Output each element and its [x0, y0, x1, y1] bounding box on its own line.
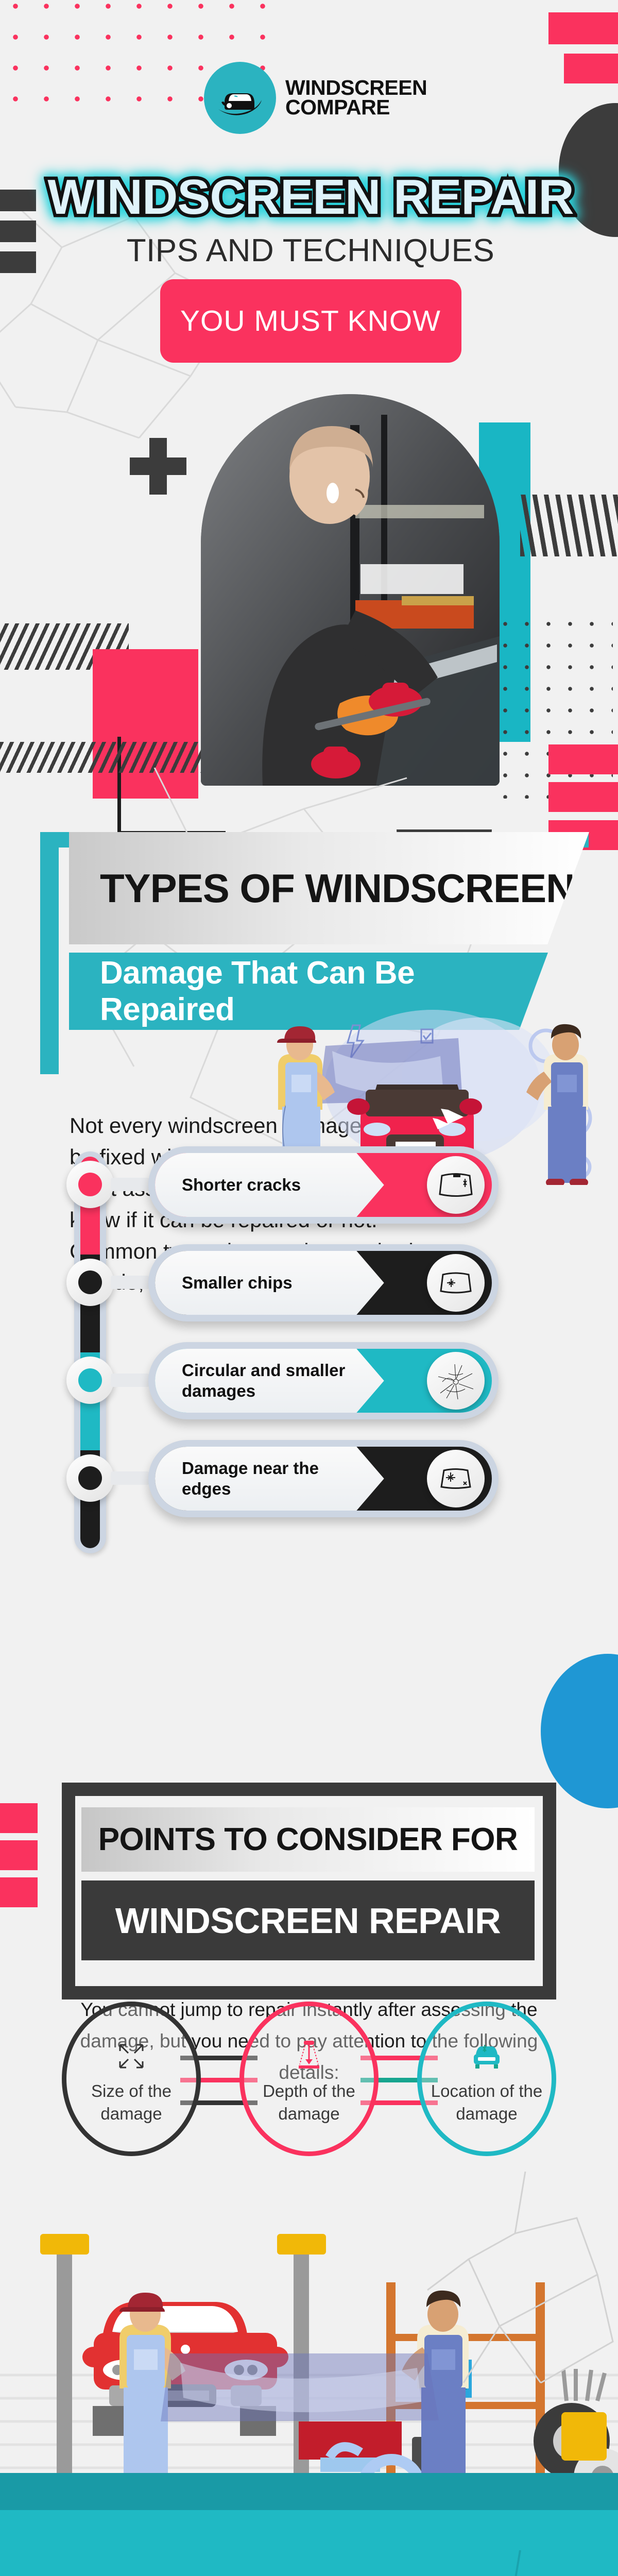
teal-section: TOP 7 TIPS TO REPAIR DAMAGED WINDSCREEN …: [0, 2473, 618, 2576]
pill-white-face: [155, 1447, 384, 1511]
cracked-glass-decor-teal: [514, 2550, 521, 2576]
car-front-icon: [471, 2032, 503, 2071]
damage-types-timeline: Shorter cracks: [62, 1146, 556, 1553]
chevron-decor: [520, 495, 618, 556]
types-heading: TYPES OF WINDSCREEN: [100, 865, 575, 911]
pink-bar-decor-types-2: [548, 782, 618, 812]
point-oval-depth[interactable]: Depth of the damage: [239, 2002, 379, 2156]
timeline-node: [66, 1454, 114, 1502]
points-section: POINTS TO CONSIDER FOR WINDSCREEN REPAIR…: [62, 1783, 556, 2083]
brand-logo: WINDSCREEN COMPARE: [204, 62, 427, 134]
brand-wordmark: WINDSCREEN COMPARE: [285, 76, 427, 119]
dark-grey-bars-left-2: [0, 221, 36, 242]
timeline-node: [66, 1161, 114, 1208]
pink-bar-decor-types-1: [548, 744, 618, 774]
damage-type-item[interactable]: Circular and smaller damages: [148, 1342, 499, 1419]
damage-type-item[interactable]: Smaller chips: [148, 1244, 499, 1321]
pill-white-face: [155, 1251, 384, 1315]
hero-badge: YOU MUST KNOW: [160, 279, 461, 363]
oval-connector: [360, 2100, 438, 2105]
hero-title-block: WINDSCREEN REPAIR TIPS AND TECHNIQUES YO…: [40, 167, 581, 363]
glass-starburst-icon: [427, 1352, 485, 1410]
damage-type-item[interactable]: Damage near the edges: [148, 1440, 499, 1517]
pink-square-decor-topright-2: [564, 54, 618, 83]
damage-type-label: Shorter cracks: [182, 1175, 301, 1194]
hero-photo: [201, 394, 500, 786]
damage-type-label: Smaller chips: [182, 1273, 293, 1292]
points-heading-top: POINTS TO CONSIDER FOR: [98, 1822, 518, 1857]
points-heading-bar: POINTS TO CONSIDER FOR: [81, 1807, 535, 1872]
timeline-node: [66, 1259, 114, 1306]
pill-white-face: [155, 1349, 384, 1413]
windscreen-crack-icon: [427, 1156, 485, 1214]
points-subheading-bar: WINDSCREEN REPAIR: [81, 1880, 535, 1960]
point-oval-label: Depth of the damage: [263, 2081, 355, 2123]
timeline-row: Smaller chips: [62, 1244, 556, 1342]
pink-bar-decor-points-1: [0, 1803, 38, 1833]
points-ovals-group: Size of the damage Depth of the damage: [52, 2002, 566, 2172]
damage-type-label: Damage near the edges: [182, 1458, 319, 1498]
oval-connector: [180, 2056, 258, 2060]
timeline-node: [66, 1357, 114, 1404]
damage-type-pill: Circular and smaller damages: [155, 1349, 492, 1413]
timeline-row: Damage near the edges: [62, 1440, 556, 1538]
windscreen-edge-damage-icon: [427, 1450, 485, 1507]
teal-top-shade-decor: [0, 2473, 618, 2510]
timeline-connector: [111, 1276, 149, 1289]
teal-left-bar-decor: [40, 832, 59, 1074]
resize-arrows-icon: [117, 2032, 146, 2071]
timeline-connector: [111, 1178, 149, 1191]
hero-badge-label: YOU MUST KNOW: [180, 304, 441, 337]
pink-square-decor-topright: [548, 12, 618, 44]
depth-arrow-icon: [295, 2032, 323, 2071]
brand-line-2: COMPARE: [285, 95, 390, 119]
damage-type-label: Circular and smaller damages: [182, 1360, 346, 1400]
damage-type-pill: Smaller chips: [155, 1251, 492, 1315]
points-frame: POINTS TO CONSIDER FOR WINDSCREEN REPAIR: [62, 1783, 556, 1999]
brand-line-1: WINDSCREEN: [285, 76, 427, 100]
timeline-row: Shorter cracks: [62, 1146, 556, 1244]
windscreen-chip-icon: [427, 1254, 485, 1312]
car-glyph-icon: [218, 93, 262, 115]
timeline-connector: [111, 1471, 149, 1485]
pink-bar-decor-points-2: [0, 1840, 38, 1870]
dark-grey-bars-left: [0, 190, 36, 211]
dark-grey-bars-left-3: [0, 251, 36, 273]
timeline-row: Circular and smaller damages: [62, 1342, 556, 1440]
point-oval-size[interactable]: Size of the damage: [62, 2002, 201, 2156]
mechanic-illustration: [201, 394, 500, 786]
oval-connector: [360, 2078, 438, 2082]
car-logo-icon: [204, 62, 276, 134]
points-heading-bottom: WINDSCREEN REPAIR: [115, 1900, 501, 1941]
damage-type-pill: Damage near the edges: [155, 1447, 492, 1511]
types-subheading: Damage That Can Be Repaired: [100, 955, 415, 1027]
page-subtitle: TIPS AND TECHNIQUES: [126, 232, 495, 268]
pill-white-face: [155, 1153, 384, 1217]
point-oval-location[interactable]: Location of the damage: [417, 2002, 556, 2156]
damage-type-item[interactable]: Shorter cracks: [148, 1146, 499, 1224]
oval-connector: [360, 2056, 438, 2060]
oval-connector: [180, 2078, 258, 2082]
types-heading-bar: TYPES OF WINDSCREEN: [69, 832, 589, 944]
dark-plus-decor: [130, 438, 186, 495]
mechanics-with-windscreen-illustration: [277, 1010, 592, 1185]
timeline-connector: [111, 1374, 149, 1387]
damage-type-pill: Shorter cracks: [155, 1153, 492, 1217]
garage-scene-illustration: [0, 2179, 618, 2499]
pink-bar-decor-points-3: [0, 1877, 38, 1907]
page-title: WINDSCREEN REPAIR: [44, 167, 577, 226]
point-oval-label: Size of the damage: [91, 2081, 171, 2123]
point-oval-label: Location of the damage: [431, 2081, 543, 2123]
oval-connector: [180, 2100, 258, 2105]
